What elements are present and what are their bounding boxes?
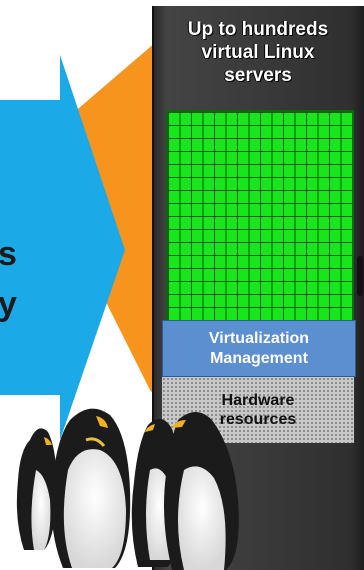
hardware-line2: resources — [219, 411, 297, 428]
penguin-icon — [16, 428, 57, 550]
arrow-text-line1: s — [0, 235, 17, 273]
rack-title-line2: virtual Linux — [201, 42, 315, 63]
penguin-icon — [164, 412, 239, 570]
rack-title: Up to hundreds virtual Linux servers — [152, 18, 364, 87]
arrow-text-line2: y — [0, 285, 17, 323]
server-rack: Up to hundreds virtual Linux servers Vir… — [152, 6, 364, 570]
rack-handle — [357, 256, 363, 296]
hardware-resources-box: Hardware resources — [162, 377, 354, 443]
penguin-icon — [51, 408, 131, 568]
virtual-server-grid — [166, 110, 354, 322]
virtualization-line2: Management — [210, 349, 308, 367]
rack-title-line3: servers — [224, 65, 292, 86]
rack-title-line1: Up to hundreds — [187, 19, 329, 40]
virtualization-management-box: Virtualization Management — [162, 320, 356, 377]
hardware-line1: Hardware — [221, 392, 295, 409]
virtualization-line1: Virtualization — [208, 329, 310, 347]
